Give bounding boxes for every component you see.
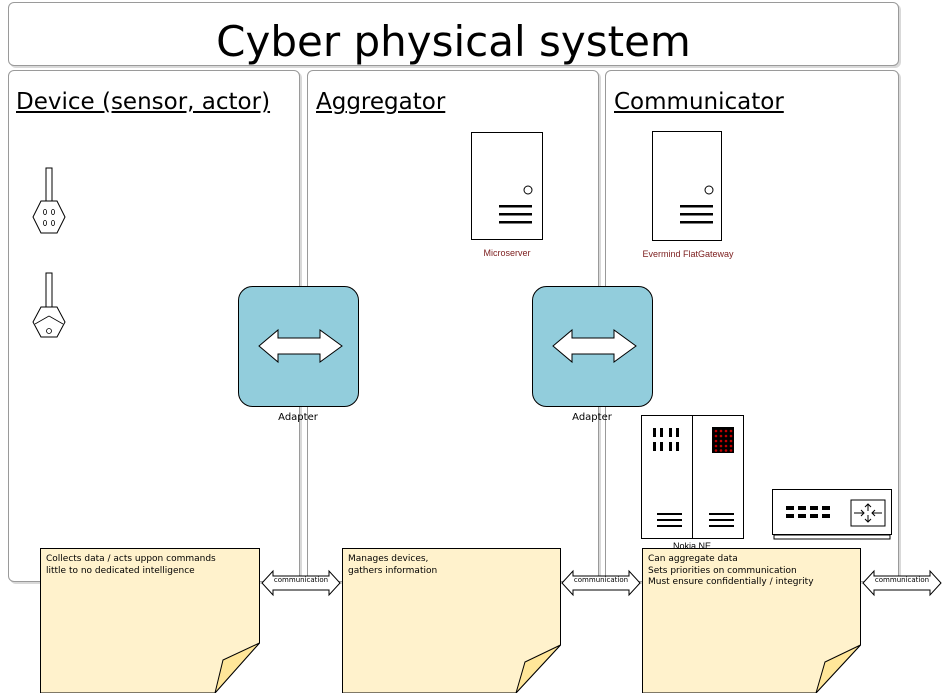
aggregator-column-title: Aggregator [316, 89, 446, 115]
diagram-title: Cyber physical system [216, 17, 691, 66]
communication-label: communication [273, 576, 329, 584]
note-line: Collects data / acts uppon commands [46, 554, 216, 564]
microserver-icon [471, 132, 543, 240]
communication-label: communication [573, 576, 629, 584]
communicator-column-title: Communicator [614, 89, 784, 115]
microserver-label: Microserver [483, 248, 531, 258]
nokia-ne-icon [641, 415, 744, 539]
title-panel: Cyber physical system [8, 2, 899, 66]
note-device-text: Collects data / acts uppon commands litt… [46, 554, 216, 577]
actor-icon [32, 272, 66, 338]
note-aggregator-text: Manages devices, gathers information [348, 554, 437, 577]
note-line: Sets priorities on communication [648, 565, 797, 576]
network-switch-icon [772, 489, 892, 540]
flatgateway-label: Evermind FlatGateway [642, 249, 734, 259]
note-device: Collects data / acts uppon commands litt… [40, 548, 260, 693]
communication-connector: communication [261, 569, 341, 597]
adapter-label-2: Adapter [572, 412, 612, 423]
communication-connector: communication [561, 569, 641, 597]
sensor-icon [32, 167, 66, 234]
note-line: Manages devices, [348, 554, 429, 564]
note-communicator-text: Can aggregate data Sets priorities on co… [648, 554, 814, 589]
communication-connector: communication [862, 569, 942, 597]
note-line: gathers information [348, 565, 438, 576]
note-line: Can aggregate data [648, 554, 738, 564]
adapter-icon [238, 286, 359, 407]
adapter-icon [532, 286, 653, 407]
nokia-ne-label: Nokia NE [672, 541, 711, 551]
flatgateway-icon [652, 131, 722, 241]
device-column-title: Device (sensor, actor) [16, 89, 271, 115]
note-aggregator: Manages devices, gathers information [342, 548, 561, 693]
adapter-label-1: Adapter [278, 412, 318, 423]
note-line: Must ensure confidentially / integrity [648, 577, 814, 587]
note-communicator: Can aggregate data Sets priorities on co… [642, 548, 861, 693]
note-line: little to no dedicated intelligence [46, 565, 195, 576]
communication-label: communication [874, 576, 930, 584]
